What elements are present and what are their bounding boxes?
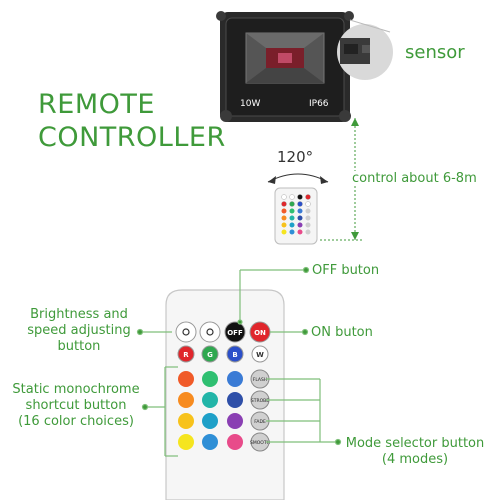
off-button-label: OFF [227, 329, 243, 337]
mode-line-2: (4 modes) [381, 452, 449, 467]
static-line-2: shortcut button [25, 398, 127, 413]
brightness-down-icon [206, 328, 214, 336]
brightness-up-icon [182, 328, 190, 336]
leader-lines [136, 266, 342, 457]
mini-remote-button [281, 215, 287, 221]
mini-remote-button [289, 222, 295, 228]
color-shortcut-button[interactable] [178, 413, 194, 429]
mode-button-label: SMOOTH [250, 440, 270, 446]
color-shortcut-button[interactable] [227, 371, 243, 387]
color-shortcut-button[interactable] [227, 434, 243, 450]
mini-remote-button [297, 222, 303, 228]
mini-remote-button [297, 208, 303, 214]
mini-remote-button [297, 229, 303, 235]
color-shortcut-button[interactable] [178, 392, 194, 408]
mode-button-label: FADE [254, 419, 266, 425]
mini-remote-button [281, 208, 287, 214]
angle-label: 120° [277, 148, 314, 166]
brightness-line-2: speed adjusting [27, 323, 131, 338]
mode-button-label: STROBE [251, 398, 269, 404]
color-button-w[interactable] [251, 345, 269, 363]
brightness-up-button[interactable] [175, 321, 197, 343]
mini-remote-button [289, 208, 295, 214]
color-shortcut-button[interactable] [202, 392, 218, 408]
brightness-annotation: Brightness and speed adjusting button [14, 307, 144, 355]
color-button-label: G [207, 351, 213, 359]
static-line-3: (16 color choices) [18, 414, 134, 429]
color-button-b[interactable] [226, 345, 244, 363]
mini-remote-button [305, 194, 311, 200]
color-button-label: R [183, 351, 189, 359]
mini-remote-button [289, 229, 295, 235]
sensor-inset [337, 24, 393, 80]
color-shortcut-button[interactable] [202, 371, 218, 387]
color-shortcut-button[interactable] [178, 434, 194, 450]
mini-remote-button [281, 194, 287, 200]
mini-remote-button [305, 215, 311, 221]
mini-remote-button [281, 229, 287, 235]
off-button-annotation: OFF buton [312, 263, 380, 278]
mode-annotation: Mode selector button (4 modes) [340, 436, 490, 468]
mini-remote-button [305, 229, 311, 235]
angle-arc [267, 173, 329, 183]
mini-remote-button [281, 222, 287, 228]
title-line-2: CONTROLLER [38, 122, 226, 153]
color-shortcut-button[interactable] [202, 413, 218, 429]
mini-remote-button [297, 201, 303, 207]
mini-remote-button [305, 222, 311, 228]
color-shortcut-button[interactable] [227, 413, 243, 429]
color-button-g[interactable] [201, 345, 219, 363]
mini-remote-button [289, 201, 295, 207]
color-shortcut-button[interactable] [227, 392, 243, 408]
color-button-label: W [256, 351, 264, 359]
distance-label: control about 6-8m [350, 171, 479, 186]
mini-remote-button [297, 215, 303, 221]
color-button-label: B [232, 351, 237, 359]
power-rating: 10W [240, 99, 260, 109]
brightness-line-1: Brightness and [30, 307, 128, 322]
mini-remote-button [297, 194, 303, 200]
mini-remote-button [289, 215, 295, 221]
sensor-label: sensor [405, 42, 465, 63]
static-annotation: Static monochrome shortcut button (16 co… [6, 382, 146, 430]
static-line-1: Static monochrome [12, 382, 140, 397]
ip-rating: IP66 [309, 99, 329, 109]
mini-remote-button [305, 201, 311, 207]
mini-remote-button [281, 201, 287, 207]
color-button-r[interactable] [177, 345, 195, 363]
mode-line-1: Mode selector button [345, 436, 485, 451]
mode-button-label: FLASH [253, 377, 268, 383]
floodlight-icon [216, 11, 354, 122]
brightness-line-3: button [57, 339, 101, 354]
small-remote-icon [274, 187, 318, 245]
color-shortcut-button[interactable] [178, 371, 194, 387]
brightness-down-button[interactable] [199, 321, 221, 343]
page-title: REMOTE CONTROLLER [38, 88, 238, 154]
mini-remote-button [289, 194, 295, 200]
color-shortcut-button[interactable] [202, 434, 218, 450]
on-button-annotation: ON buton [311, 325, 373, 340]
on-button-label: ON [254, 329, 266, 337]
title-line-1: REMOTE [38, 89, 155, 120]
mini-remote-button [305, 208, 311, 214]
off-button[interactable] [224, 321, 246, 343]
